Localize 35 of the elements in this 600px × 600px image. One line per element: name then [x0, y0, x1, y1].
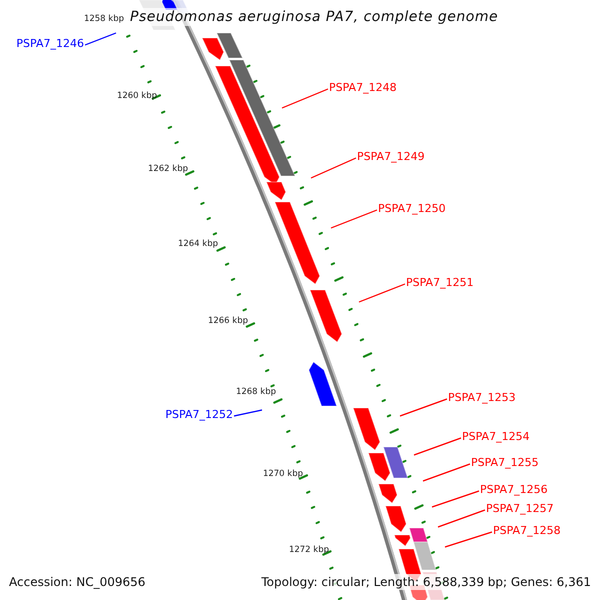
gene-label: PSPA7_1249 [357, 149, 425, 164]
gene-label: PSPA7_1250 [378, 201, 446, 216]
gene-label: PSPA7_1252 [165, 407, 233, 422]
scale-label: 1260 kbp [116, 91, 157, 102]
map-title: Pseudomonas aeruginosa PA7, complete genome [130, 8, 498, 26]
scale-label: 1272 kbp [288, 545, 329, 556]
leader-line [422, 463, 470, 482]
leader-line [414, 437, 462, 456]
leader-line [400, 398, 448, 417]
scale-label: 1264 kbp [178, 239, 218, 250]
gene-label: PSPA7_1256 [480, 482, 548, 497]
leader-line [358, 283, 406, 303]
leader-line [234, 409, 262, 417]
scale-label: 1266 kbp [208, 316, 248, 327]
leader-line [438, 509, 486, 528]
scale-label: 1268 kbp [236, 387, 276, 398]
leader-line [282, 88, 328, 109]
leader-line [310, 157, 356, 179]
scale-label: 1258 kbp [84, 14, 124, 25]
info-text: Accession: NC_009656 [9, 574, 146, 590]
leader-line [444, 531, 492, 548]
leader-line [432, 490, 480, 508]
leader-line [84, 32, 116, 46]
gene-label: PSPA7_1253 [448, 390, 516, 405]
gene-label: PSPA7_1251 [406, 275, 474, 290]
gene-label: PSPA7_1248 [329, 80, 397, 95]
scale-label: 1262 kbp [148, 164, 188, 175]
scale-label: 1270 kbp [262, 469, 303, 480]
gene-label: PSPA7_1258 [493, 523, 561, 538]
leader-line [330, 209, 378, 229]
gene-label: PSPA7_1254 [462, 429, 530, 444]
gene-label: PSPA7_1257 [486, 501, 554, 516]
info-text: Topology: circular; Length: 6,588,339 bp; Genes: 6,361 [261, 574, 591, 590]
gene-label: PSPA7_1255 [471, 455, 539, 470]
gene-label: PSPA7_1246 [16, 36, 84, 51]
